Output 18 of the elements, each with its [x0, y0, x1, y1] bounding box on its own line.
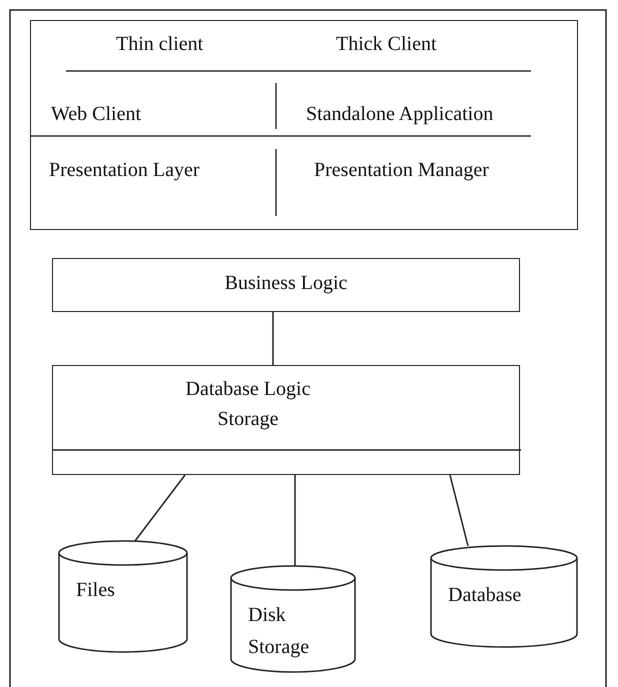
cylinder-label: Database	[448, 583, 522, 608]
cell-text: Web Client	[51, 103, 142, 126]
cylinder-label: Disk Storage	[248, 603, 310, 660]
cell-text: Presentation Manager	[314, 159, 489, 182]
connector-line	[294, 475, 296, 566]
process-box	[52, 365, 520, 475]
box-label: Database Logic Storage	[184, 377, 312, 432]
table-box	[30, 20, 578, 230]
connector-line	[272, 312, 274, 365]
cell-text: Standalone Application	[306, 103, 494, 126]
connector-line	[134, 474, 186, 542]
process-box	[52, 258, 520, 312]
cylinder-label: Files	[76, 578, 116, 603]
column-heading: Thick Client	[336, 33, 437, 56]
cell-text: Presentation Layer	[49, 159, 200, 182]
box-label: Business Logic	[224, 272, 348, 295]
connector-line	[449, 474, 469, 546]
column-heading: Thin client	[116, 33, 204, 56]
